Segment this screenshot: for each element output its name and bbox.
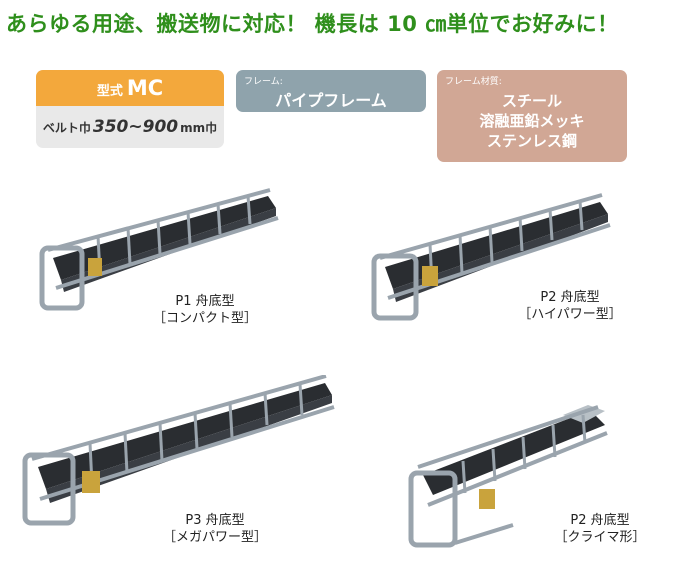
conveyor-p1-image	[38, 188, 283, 318]
frame-label: フレーム:	[244, 77, 283, 87]
conveyor-p1-name: P1 舟底型	[175, 294, 235, 309]
model-value: MC	[126, 76, 164, 100]
conveyor-p1-caption: P1 舟底型 ［コンパクト型］	[150, 293, 260, 327]
conveyor-p3-name: P3 舟底型	[185, 513, 245, 528]
conveyor-climber-name: P2 舟底型	[570, 513, 630, 528]
material-card: フレーム材質: スチール 溶融亜鉛メッキ ステンレス鋼	[437, 70, 627, 162]
material-item: スチール	[501, 92, 562, 110]
material-item: 溶融亜鉛メッキ	[479, 112, 585, 130]
material-list: スチール 溶融亜鉛メッキ ステンレス鋼	[437, 91, 627, 151]
frame-value: パイプフレーム	[275, 91, 387, 110]
belt-width-unit: mm巾	[180, 121, 218, 135]
conveyor-p1-type: ［コンパクト型］	[152, 311, 257, 326]
conveyor-p3-caption: P3 舟底型 ［メガパワー型］	[160, 512, 270, 546]
conveyor-p3-type: ［メガパワー型］	[162, 530, 267, 545]
belt-width-label: ベルト巾	[42, 121, 91, 135]
belt-width-value: 350~900	[92, 117, 179, 137]
headline: あらゆる用途、搬送物に対応！ 機長は 10 ㎝単位でお好みに！	[6, 12, 619, 36]
conveyor-climber-caption: P2 舟底型 ［クライマ形］	[545, 512, 655, 546]
conveyor-climber-image	[393, 405, 613, 555]
conveyor-p2-caption: P2 舟底型 ［ハイパワー型］	[515, 289, 625, 323]
conveyor-p3-image	[20, 375, 340, 530]
conveyor-p2-image	[370, 192, 615, 327]
conveyor-p2-name: P2 舟底型	[540, 290, 600, 305]
material-item: ステンレス鋼	[486, 132, 577, 150]
conveyor-climber-type: ［クライマ形］	[554, 530, 646, 545]
material-label: フレーム材質:	[445, 77, 502, 87]
conveyor-p2-type: ［ハイパワー型］	[518, 307, 622, 322]
model-label: 型式	[96, 84, 123, 99]
frame-card: フレーム: パイプフレーム	[236, 70, 426, 112]
